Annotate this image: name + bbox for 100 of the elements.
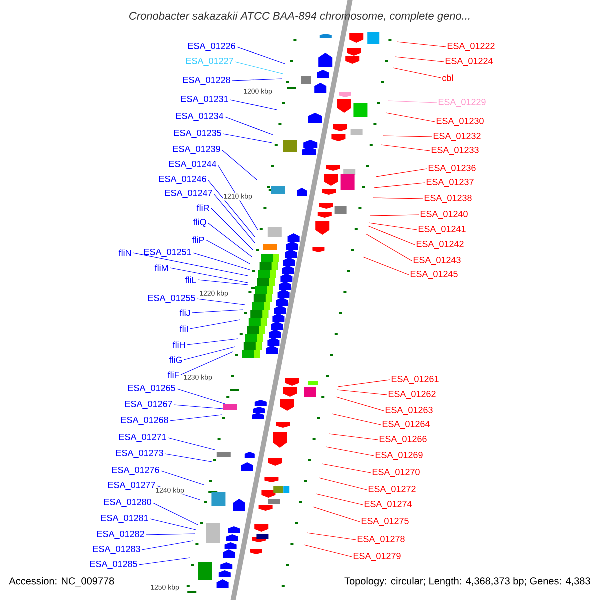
leader-line: [368, 222, 418, 230]
gene-label: fliL: [185, 276, 196, 284]
leader-line: [318, 478, 368, 490]
gene-label: ESA_01246: [160, 176, 206, 184]
gene-label: cbl: [442, 74, 454, 82]
gene-label: ESA_01241: [418, 226, 466, 234]
leader-line: [152, 502, 198, 526]
gene-label: ESA_01266: [380, 436, 427, 444]
leader-line: [138, 558, 190, 566]
leader-line: [174, 404, 224, 410]
leader-line: [306, 532, 356, 540]
gene-label: ESA_01275: [362, 518, 409, 526]
gene-label: ESA_01233: [432, 146, 479, 156]
gene-label: fliN: [118, 250, 132, 256]
gene-label: ESA_01244: [170, 160, 217, 170]
gene-label: ESA_01251: [144, 248, 192, 258]
leader-line: [370, 214, 420, 216]
gene-label: ESA_01276: [112, 466, 160, 476]
gene-label: ESA_01239: [174, 146, 220, 154]
gene-label: ESA_01261: [392, 376, 439, 384]
leader-line: [394, 56, 444, 62]
leader-line: [222, 150, 258, 180]
gene-label: fliP: [192, 236, 204, 244]
gene-label: ESA_01264: [382, 420, 430, 430]
gene-label: ESA_01236: [428, 164, 476, 174]
gene-label: ESA_01278: [358, 536, 405, 544]
leader-line: [338, 380, 390, 388]
accession-text: Accession: NC_009778: [9, 577, 114, 587]
gene-label: ESA_01272: [368, 486, 416, 494]
leader-line: [184, 346, 236, 360]
gene-label: ESA_01229: [438, 98, 486, 108]
leader-line: [362, 256, 410, 276]
gene-label: ESA_01238: [424, 194, 472, 204]
leader-line: [312, 506, 360, 522]
leader-line: [198, 280, 248, 286]
gene-label: ESA_01231: [182, 96, 228, 104]
gene-label: ESA_01269: [376, 452, 423, 460]
gene-label: fliH: [172, 342, 186, 348]
leader-line: [328, 434, 378, 440]
leader-line: [372, 198, 424, 200]
leader-line: [222, 134, 272, 144]
leader-line: [180, 352, 234, 376]
leader-line: [214, 194, 256, 244]
leader-line: [170, 414, 222, 422]
leader-line: [146, 534, 196, 536]
gene-label: ESA_01243: [414, 256, 461, 266]
leader-line: [234, 62, 284, 74]
leader-line: [336, 390, 388, 396]
gene-label: ESA_01282: [98, 530, 144, 540]
leader-line: [196, 298, 246, 306]
leader-line: [150, 518, 196, 530]
leader-line: [208, 180, 256, 238]
leader-line: [396, 42, 446, 48]
leader-line: [336, 396, 384, 412]
gene-label: ESA_01270: [372, 468, 420, 478]
gene-label: ESA_01222: [448, 42, 495, 52]
leader-line: [192, 252, 250, 270]
gene-label: fliM: [154, 264, 168, 272]
gene-label: ESA_01255: [148, 294, 196, 304]
leader-line: [224, 116, 274, 136]
leader-line: [210, 208, 254, 250]
leader-line: [374, 182, 426, 188]
gene-label: ESA_01277: [108, 482, 156, 490]
leader-line: [176, 388, 226, 404]
gene-label: fliI: [180, 326, 188, 332]
gene-label: ESA_01262: [388, 390, 436, 400]
leader-line: [208, 222, 252, 258]
gene-label: ESA_01232: [434, 132, 481, 142]
leader-line: [230, 100, 278, 110]
gene-label: ESA_01224: [446, 58, 493, 66]
gene-label: ESA_01240: [420, 210, 468, 220]
gene-label: ESA_01247: [166, 190, 212, 198]
gene-label: ESA_01228: [184, 76, 230, 86]
leader-line: [386, 112, 436, 122]
leader-line: [186, 338, 238, 346]
leader-line: [316, 494, 364, 506]
leader-line: [304, 544, 352, 558]
gene-label: fliG: [169, 356, 182, 364]
leader-line: [232, 78, 282, 82]
leader-line: [382, 136, 432, 138]
gene-label: fliF: [168, 372, 180, 378]
gene-label: ESA_01263: [386, 406, 433, 416]
gene-label: ESA_01283: [94, 546, 140, 554]
leader-line: [142, 540, 194, 550]
gene-label: ESA_01245: [410, 270, 458, 280]
gene-label: ESA_01268: [122, 416, 168, 426]
leader-line: [192, 310, 244, 314]
leader-line: [190, 320, 240, 330]
leader-line: [332, 414, 382, 426]
gene-label: ESA_01237: [426, 178, 474, 188]
leader-line: [168, 438, 216, 450]
gene-label: ESA_01265: [128, 384, 176, 394]
leader-line: [160, 470, 204, 486]
gene-label: ESA_01271: [120, 434, 166, 442]
leader-line: [218, 164, 258, 230]
title: Cronobacter sakazakii ATCC BAA-894 chromosome, complete geno...: [130, 12, 470, 22]
leader-line: [132, 252, 248, 276]
gene-label: ESA_01227: [186, 58, 234, 66]
leader-line: [380, 144, 430, 152]
gene-label: fliR: [196, 204, 210, 212]
